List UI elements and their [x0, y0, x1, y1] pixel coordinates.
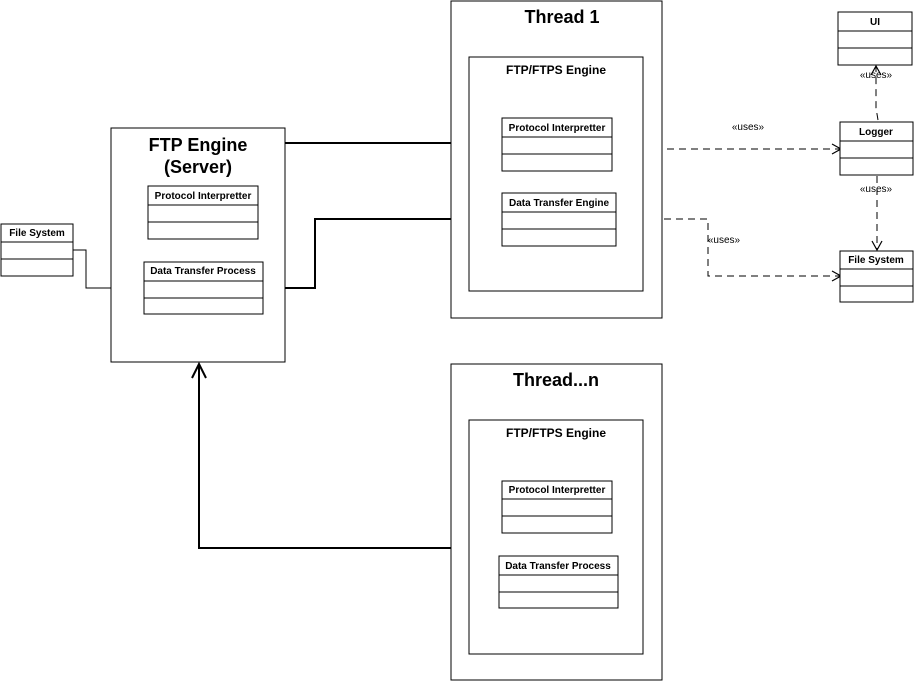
arrowhead-logger-to-ui — [870, 64, 882, 76]
thread1-title: Thread 1 — [524, 7, 599, 27]
link-threadn-to-server — [198, 364, 451, 549]
server-pi-label: Protocol Interpretter — [155, 191, 252, 202]
thread1-engine-title: FTP/FTPS Engine — [506, 63, 606, 77]
uses-label-logger: «uses» — [732, 122, 765, 133]
ui-component: UI — [837, 11, 913, 66]
server-protocol-interpreter: Protocol Interpretter — [147, 185, 259, 240]
logger-label: Logger — [859, 127, 893, 138]
threadn-title: Thread...n — [513, 370, 599, 390]
link-logger-to-ui — [875, 66, 879, 121]
threadn-dtp-label: Data Transfer Process — [505, 561, 611, 572]
server-container: FTP Engine (Server) Protocol Interprette… — [110, 127, 286, 363]
thread1-engine: FTP/FTPS Engine Protocol Interpretter Da… — [468, 56, 644, 292]
thread1-pi-label: Protocol Interpretter — [509, 123, 606, 134]
threadn-pi-label: Protocol Interpretter — [509, 485, 606, 496]
threadn-data-transfer-process: Data Transfer Process — [498, 555, 619, 609]
link-thread1-dte-to-filesystem — [616, 218, 840, 277]
server-dtp-label: Data Transfer Process — [150, 266, 256, 277]
threadn-engine-title: FTP/FTPS Engine — [506, 426, 606, 440]
arrowhead-logger-to-filesystem — [871, 240, 883, 252]
left-file-system: File System — [0, 223, 74, 277]
link-server-dtp-to-thread1-dte — [263, 218, 502, 289]
thread1-protocol-interpreter: Protocol Interpretter — [501, 117, 613, 172]
uses-label-ui: «uses» — [860, 70, 893, 81]
uses-label-filesystem-right: «uses» — [860, 184, 893, 195]
logger-component: Logger — [839, 121, 914, 176]
threadn-container: Thread...n FTP/FTPS Engine Protocol Inte… — [450, 363, 663, 681]
uses-label-dte: «uses» — [708, 235, 741, 246]
right-file-system: File System — [839, 250, 914, 303]
threadn-protocol-interpreter: Protocol Interpretter — [501, 480, 613, 534]
thread1-dte-label: Data Transfer Engine — [509, 198, 609, 209]
server-title-line2: (Server) — [164, 157, 232, 177]
arrowhead-threadn-to-server — [191, 361, 207, 379]
threadn-engine: FTP/FTPS Engine Protocol Interpretter Da… — [468, 419, 644, 655]
ui-label: UI — [870, 17, 880, 28]
right-file-system-label: File System — [848, 255, 904, 266]
thread1-container: Thread 1 FTP/FTPS Engine Protocol Interp… — [450, 0, 663, 319]
server-title-line1: FTP Engine — [149, 135, 248, 155]
server-data-transfer-process: Data Transfer Process — [143, 261, 264, 315]
left-file-system-label: File System — [9, 228, 65, 239]
thread1-data-transfer-engine: Data Transfer Engine — [501, 192, 617, 247]
